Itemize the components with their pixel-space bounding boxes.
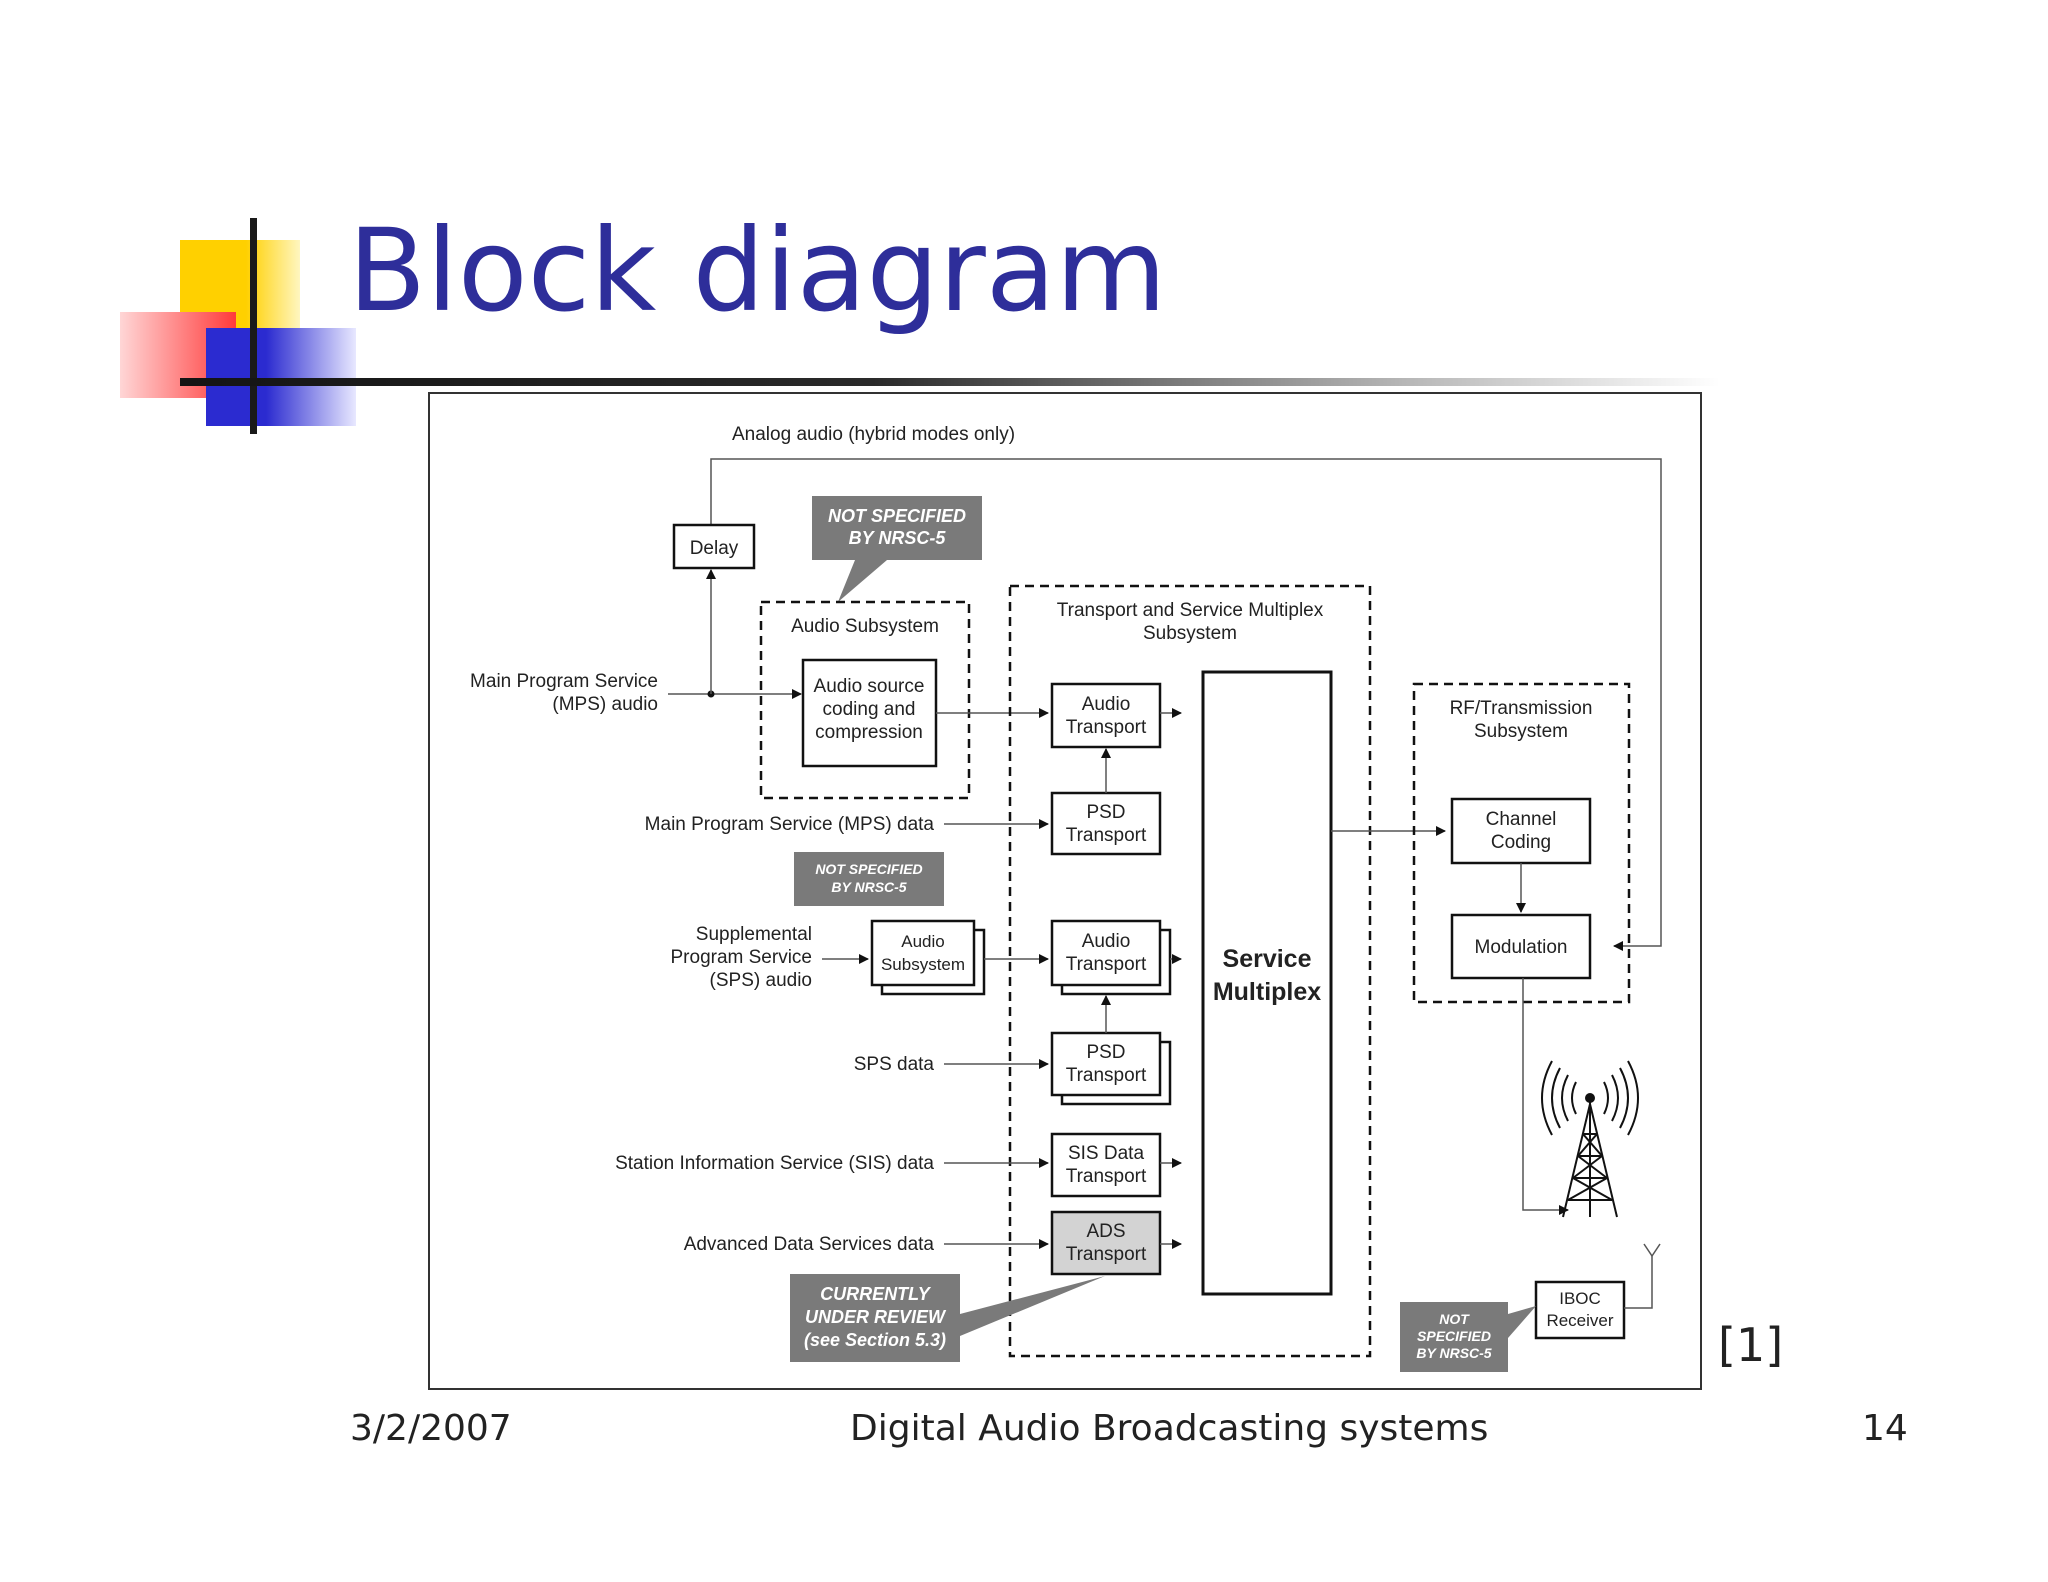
svg-text:Coding: Coding — [1491, 832, 1551, 853]
svg-text:Receiver: Receiver — [1546, 1311, 1613, 1330]
svg-text:NOT SPECIFIED: NOT SPECIFIED — [815, 861, 922, 877]
svg-text:(see Section 5.3): (see Section 5.3) — [804, 1330, 946, 1350]
svg-text:Channel: Channel — [1486, 809, 1557, 830]
svg-text:BY NRSC-5: BY NRSC-5 — [849, 528, 947, 548]
sps-audio-subsystem-block: Audio Subsystem — [870, 919, 986, 996]
mps-audio-label-line2: (MPS) audio — [552, 694, 658, 715]
ads-data-label: Advanced Data Services data — [684, 1234, 935, 1255]
transmitter-tower-icon — [1541, 1060, 1639, 1218]
delay-block: Delay — [672, 523, 756, 570]
service-multiplex-block: Service Multiplex — [1201, 670, 1333, 1296]
note-not-specified-iboc: NOT SPECIFIED BY NRSC-5 — [1400, 1302, 1536, 1372]
analog-audio-label: Analog audio (hybrid modes only) — [732, 424, 1015, 445]
transport-subsystem-label-line2: Subsystem — [1143, 623, 1237, 644]
svg-text:Delay: Delay — [690, 538, 739, 559]
svg-text:Transport: Transport — [1066, 717, 1147, 738]
transport-subsystem-label: Transport and Service Multiplex — [1057, 600, 1324, 621]
svg-text:PSD: PSD — [1086, 802, 1125, 823]
iboc-receiver-block: IBOC Receiver — [1534, 1280, 1626, 1340]
transport-subsystem-region — [1008, 584, 1372, 1358]
audio-transport-block: Audio Transport — [1050, 682, 1162, 749]
decor-vertical-line — [250, 218, 257, 434]
audio-subsystem-region — [759, 600, 971, 800]
svg-text:compression: compression — [815, 722, 923, 743]
audio-subsystem-label: Audio Subsystem — [791, 616, 939, 637]
analog-audio-line — [710, 458, 1662, 951]
svg-text:Transport: Transport — [1066, 1244, 1147, 1265]
mps-audio-label: Main Program Service — [470, 671, 658, 692]
block-diagram: Analog audio (hybrid modes only) Delay N… — [428, 392, 1702, 1390]
svg-text:Audio: Audio — [1082, 931, 1131, 952]
sis-data-label: Station Information Service (SIS) data — [615, 1153, 934, 1174]
svg-text:Transport: Transport — [1066, 954, 1147, 975]
svg-text:Transport: Transport — [1066, 1166, 1147, 1187]
svg-text:Audio: Audio — [1082, 694, 1131, 715]
svg-text:Subsystem: Subsystem — [881, 955, 965, 974]
svg-text:coding and: coding and — [823, 699, 916, 720]
reference-marker: [1] — [1718, 1318, 1784, 1372]
sps-data-label: SPS data — [854, 1054, 935, 1075]
audio-source-block: Audio source coding and compression — [801, 658, 938, 768]
sps-audio-label: Supplemental — [696, 924, 812, 945]
channel-coding-block: Channel Coding — [1450, 797, 1592, 865]
psd-transport-block: PSD Transport — [1050, 791, 1162, 856]
decor-blue-square — [206, 328, 356, 426]
note-currently-under-review: CURRENTLY UNDER REVIEW (see Section 5.3) — [790, 1274, 1105, 1362]
svg-text:Modulation: Modulation — [1475, 937, 1568, 958]
svg-text:UNDER REVIEW: UNDER REVIEW — [805, 1307, 947, 1327]
rf-subsystem-label-line2: Subsystem — [1474, 721, 1568, 742]
svg-text:Transport: Transport — [1066, 825, 1147, 846]
svg-text:BY NRSC-5: BY NRSC-5 — [831, 879, 906, 895]
mps-data-label: Main Program Service (MPS) data — [645, 814, 935, 835]
svg-text:BY NRSC-5: BY NRSC-5 — [1416, 1345, 1491, 1361]
page-number: 14 — [1862, 1408, 1908, 1449]
svg-text:SPECIFIED: SPECIFIED — [1417, 1328, 1491, 1344]
svg-text:Audio: Audio — [901, 932, 944, 951]
rf-subsystem-region — [1412, 682, 1631, 1004]
svg-text:PSD: PSD — [1086, 1042, 1125, 1063]
svg-text:Multiplex: Multiplex — [1213, 978, 1321, 1006]
svg-text:NOT: NOT — [1439, 1311, 1470, 1327]
footer-title: Digital Audio Broadcasting systems — [850, 1408, 1489, 1449]
rf-subsystem-label: RF/Transmission — [1450, 698, 1593, 719]
svg-text:Audio source: Audio source — [814, 676, 925, 697]
svg-text:IBOC: IBOC — [1559, 1289, 1601, 1308]
receiver-antenna-icon — [1624, 1243, 1661, 1309]
note-not-specified-top: NOT SPECIFIED BY NRSC-5 — [812, 496, 982, 602]
sps-audio-label-line2: Program Service — [671, 947, 813, 968]
modulation-block: Modulation — [1450, 913, 1592, 980]
svg-text:NOT SPECIFIED: NOT SPECIFIED — [828, 506, 966, 526]
svg-text:CURRENTLY: CURRENTLY — [820, 1284, 932, 1304]
ads-transport-block: ADS Transport — [1050, 1210, 1162, 1276]
svg-text:ADS: ADS — [1086, 1221, 1125, 1242]
audio-transport-block-sps: Audio Transport — [1050, 919, 1172, 996]
slide-title: Block diagram — [348, 204, 1167, 337]
sis-transport-block: SIS Data Transport — [1050, 1132, 1162, 1198]
footer-date: 3/2/2007 — [350, 1408, 512, 1449]
svg-text:Transport: Transport — [1066, 1065, 1147, 1086]
svg-text:SIS Data: SIS Data — [1068, 1143, 1144, 1164]
svg-text:Service: Service — [1223, 945, 1312, 973]
psd-transport-block-sps: PSD Transport — [1050, 1031, 1172, 1106]
sps-audio-label-line3: (SPS) audio — [710, 970, 812, 991]
title-underline — [180, 378, 1720, 386]
modulation-to-tower-line — [1522, 978, 1569, 1215]
note-not-specified-sps: NOT SPECIFIED BY NRSC-5 — [794, 852, 944, 906]
